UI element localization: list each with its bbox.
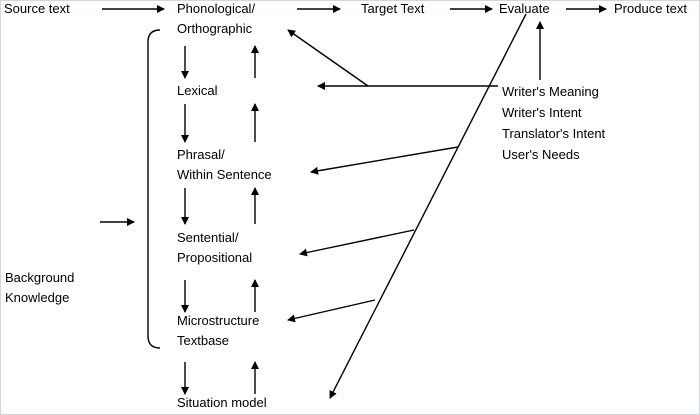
phrasal-line-2: Within Sentence bbox=[177, 167, 272, 182]
lexical-label: Lexical bbox=[177, 83, 218, 98]
arrow-feedback-phrasal bbox=[310, 146, 459, 175]
sentential-label: Sentential/ Propositional bbox=[177, 228, 252, 268]
phonological-line-1: Phonological/ bbox=[177, 1, 256, 16]
phrasal-line-1: Phrasal/ bbox=[177, 147, 225, 162]
phonological-orthographic-label: Phonological/ Orthographic bbox=[177, 0, 255, 39]
produce-text-label: Produce text bbox=[614, 1, 687, 16]
arrow-feedback-phonological bbox=[287, 29, 369, 87]
microstructure-line-2: Textbase bbox=[177, 333, 230, 348]
constraint-users-needs: User's Needs bbox=[502, 147, 580, 162]
background-knowledge-label: Background Knowledge bbox=[5, 268, 74, 308]
evaluate-label: Evaluate bbox=[499, 1, 550, 16]
arrow-feedback-microstructure bbox=[287, 299, 376, 323]
sentential-line-2: Propositional bbox=[177, 250, 253, 265]
sentential-line-1: Sentential/ bbox=[177, 230, 239, 245]
constraints-list: Writer's Meaning Writer's Intent Transla… bbox=[502, 81, 605, 165]
phrasal-label: Phrasal/ Within Sentence bbox=[177, 145, 272, 185]
phonological-line-2: Orthographic bbox=[177, 21, 253, 36]
microstructure-line-1: Microstructure bbox=[177, 313, 260, 328]
background-line-1: Background bbox=[5, 270, 75, 285]
microstructure-label: Microstructure Textbase bbox=[177, 311, 259, 351]
background-brace bbox=[147, 29, 161, 349]
constraint-translators-intent: Translator's Intent bbox=[502, 126, 606, 141]
background-line-2: Knowledge bbox=[5, 290, 70, 305]
source-text-label: Source text bbox=[4, 1, 70, 16]
arrow-evaluate-to-situation bbox=[329, 13, 527, 399]
constraint-writers-intent: Writer's Intent bbox=[502, 105, 582, 120]
situation-model-label: Situation model bbox=[177, 395, 267, 410]
arrow-feedback-sentential bbox=[299, 229, 415, 257]
target-text-label: Target Text bbox=[361, 1, 425, 16]
constraint-writers-meaning: Writer's Meaning bbox=[502, 84, 599, 99]
